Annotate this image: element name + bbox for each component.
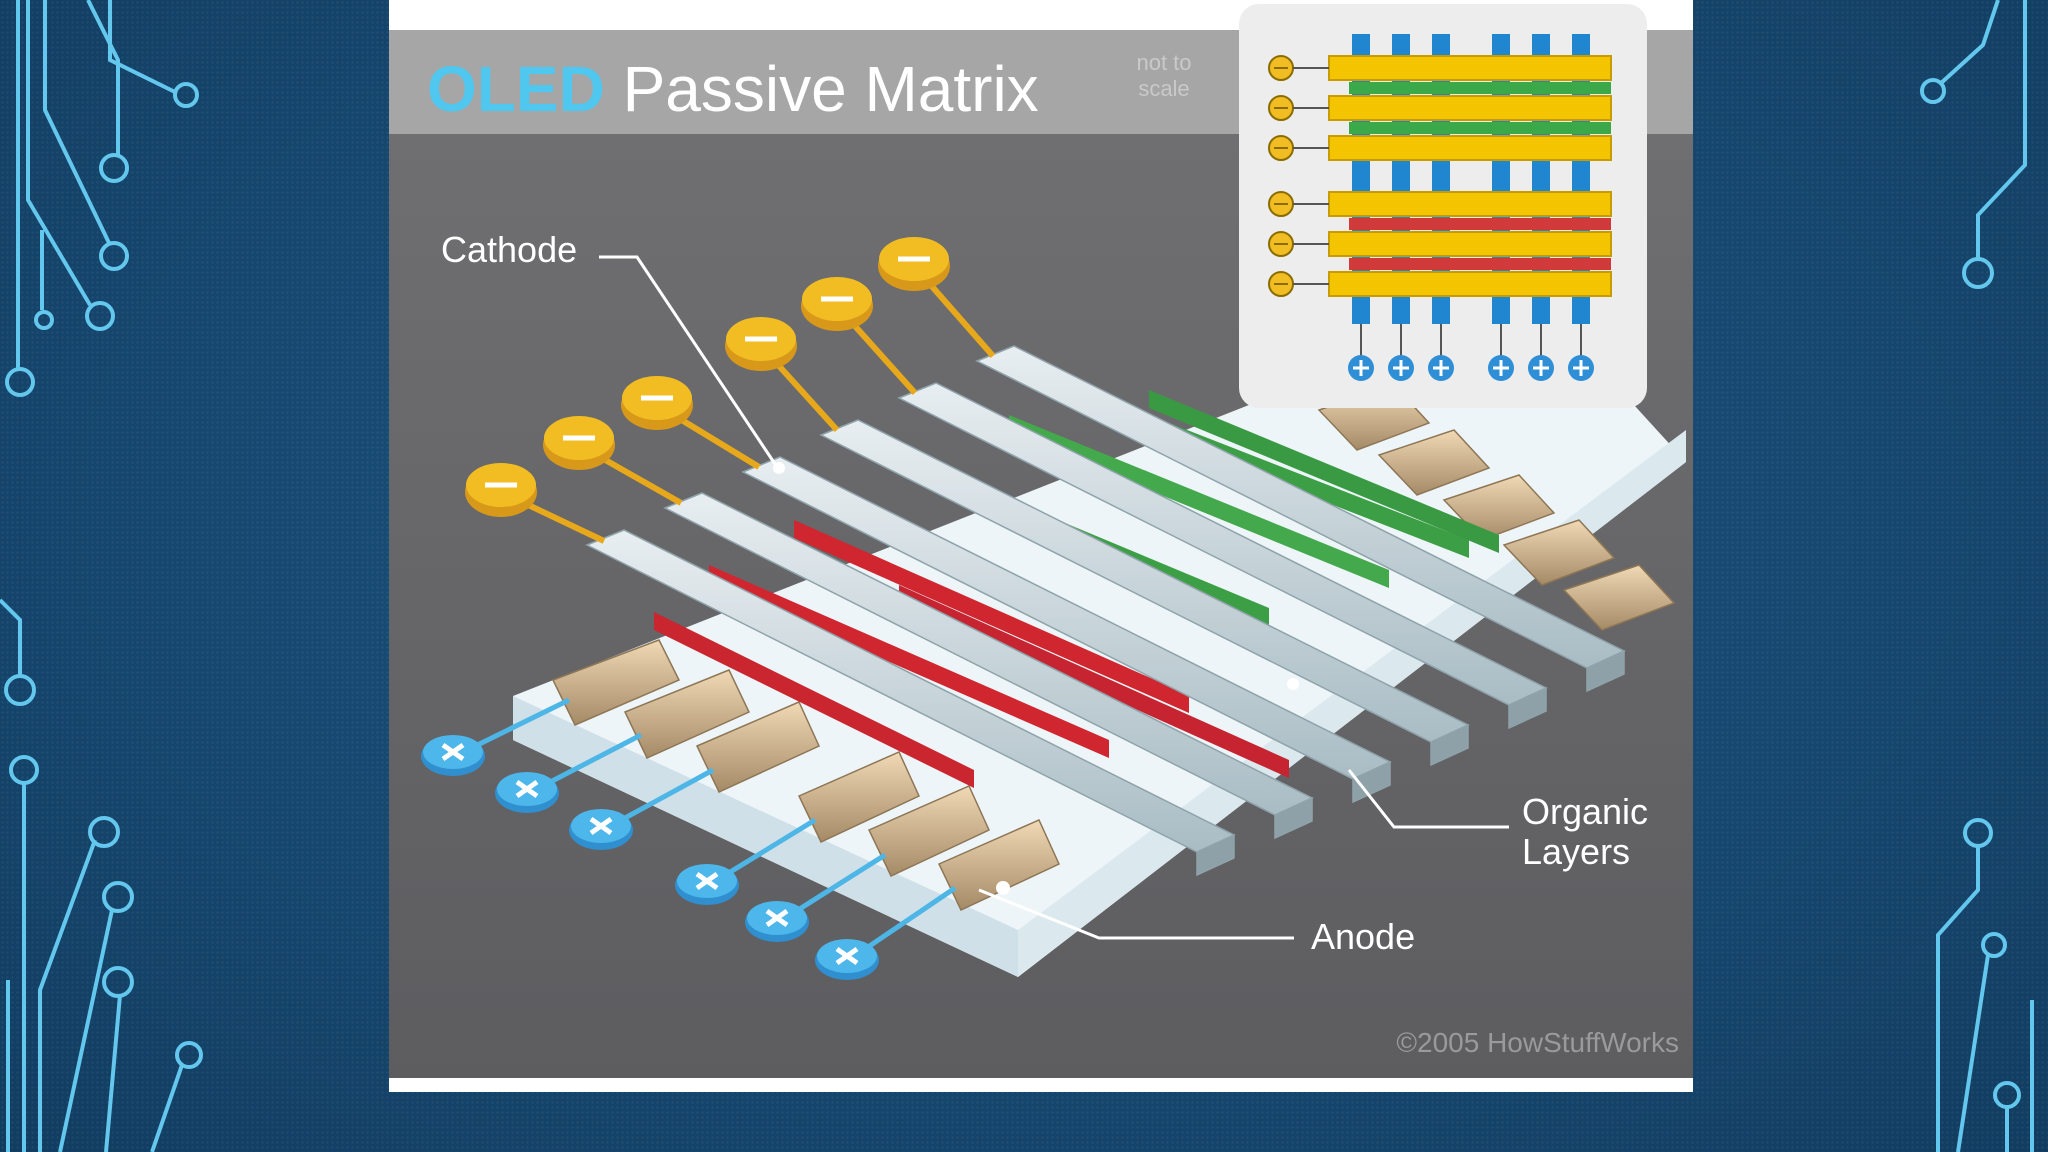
organic-layers-label: Organic Layers bbox=[1522, 792, 1648, 872]
x-icon bbox=[421, 735, 485, 776]
minus-icon bbox=[878, 237, 950, 291]
minus-icon bbox=[465, 463, 537, 517]
minus-icon bbox=[1268, 135, 1329, 161]
diagram-title: OLED Passive Matrix bbox=[427, 52, 1039, 126]
minus-icon bbox=[1268, 95, 1329, 121]
scale-note: not to scale bbox=[1136, 50, 1192, 101]
plus-icon bbox=[1348, 324, 1374, 381]
diagram-graphic bbox=[389, 4, 1693, 1078]
x-icon bbox=[495, 772, 559, 813]
copyright: ©2005 HowStuffWorks bbox=[1396, 1027, 1679, 1058]
minus-icon bbox=[1268, 191, 1329, 217]
inset-emitters bbox=[1349, 82, 1611, 270]
organic-layers bbox=[654, 380, 1499, 788]
minus-icon bbox=[543, 416, 615, 470]
inset-schematic bbox=[1239, 4, 1647, 408]
title-accent: OLED bbox=[427, 53, 605, 125]
anode-terminals bbox=[421, 735, 879, 980]
cathode-strips bbox=[585, 345, 1626, 877]
inset-anode-terminals bbox=[1348, 324, 1594, 381]
x-icon bbox=[745, 901, 809, 942]
cathode-label: Cathode bbox=[441, 229, 578, 270]
anode-label: Anode bbox=[1311, 916, 1416, 957]
cathode-terminals bbox=[465, 237, 950, 517]
minus-icon bbox=[1268, 231, 1329, 257]
leader-lines bbox=[599, 255, 1509, 940]
x-icon bbox=[569, 809, 633, 850]
organic-layers-label-line2: Layers bbox=[1522, 831, 1631, 872]
plus-icon bbox=[1488, 324, 1514, 381]
circuit-decoration-left bbox=[0, 0, 203, 1152]
anode-pointer-dot bbox=[996, 881, 1010, 895]
x-icon bbox=[675, 864, 739, 905]
minus-icon bbox=[801, 277, 873, 331]
circuit-decoration-right bbox=[1920, 0, 2034, 1152]
minus-icon bbox=[621, 376, 693, 430]
inset-cathode-terminals bbox=[1268, 55, 1329, 297]
organic-layers-label-line1: Organic bbox=[1522, 791, 1649, 832]
minus-icon bbox=[725, 317, 797, 371]
title-main: Passive Matrix bbox=[622, 53, 1039, 125]
pixel-pointer-dot bbox=[1287, 678, 1299, 690]
oled-diagram: OLED Passive Matrix not to scale Cathode… bbox=[389, 0, 1693, 1092]
plus-icon bbox=[1428, 324, 1454, 381]
x-icon bbox=[815, 939, 879, 980]
cathode-pointer-dot bbox=[773, 462, 785, 474]
minus-icon bbox=[1268, 55, 1329, 81]
minus-icon bbox=[1268, 271, 1329, 297]
plus-icon bbox=[1388, 324, 1414, 381]
plus-icon bbox=[1528, 324, 1554, 381]
plus-icon bbox=[1568, 324, 1594, 381]
